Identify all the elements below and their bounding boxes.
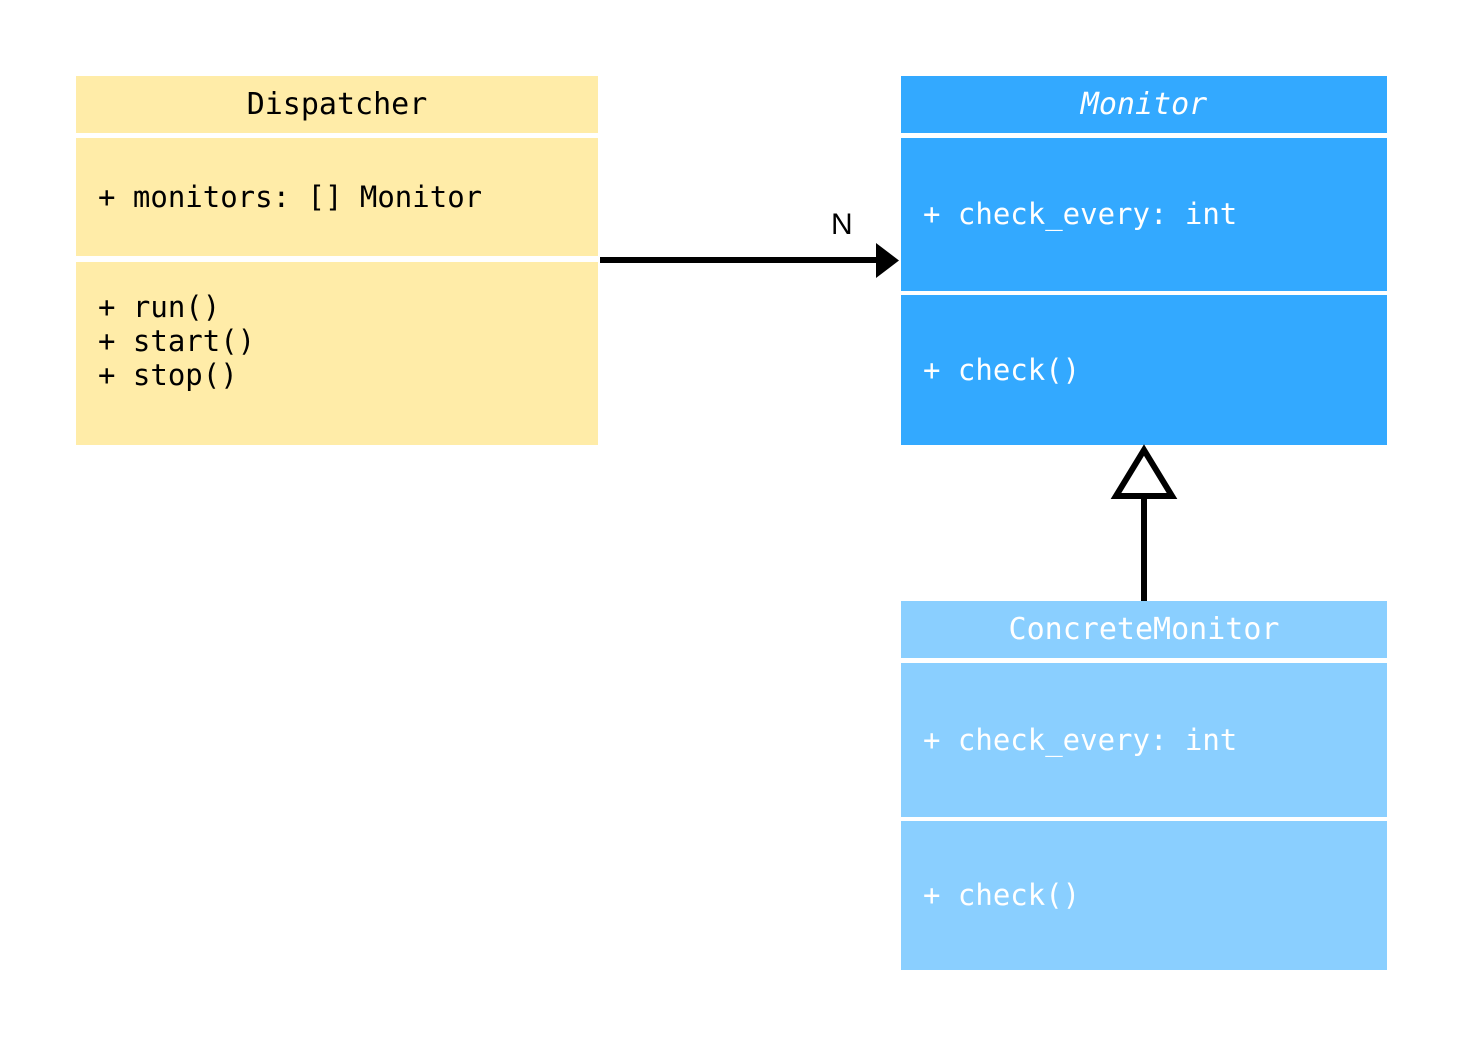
filled-arrowhead-icon — [876, 243, 899, 278]
association-dispatcher-to-monitor — [600, 243, 899, 278]
method-item: + check() — [923, 352, 1081, 387]
class-box-monitor[interactable]: Monitor + check_every: int + check() — [901, 76, 1387, 445]
compartment-divider — [901, 658, 1387, 663]
compartment-divider — [901, 817, 1387, 821]
compartment-divider — [76, 133, 598, 138]
class-title-concrete-monitor: ConcreteMonitor — [901, 601, 1387, 658]
class-title-monitor: Monitor — [901, 76, 1387, 133]
method-item: + start() — [98, 324, 256, 359]
attribute-item: + check_every: int — [923, 722, 1238, 757]
attribute-item: + check_every: int — [923, 197, 1238, 232]
generalization-concrete-monitor-to-monitor — [1110, 444, 1178, 601]
method-item: + run() — [98, 290, 221, 324]
compartment-divider — [901, 133, 1387, 138]
class-methods-dispatcher: + run() + start() + stop() — [76, 262, 598, 445]
method-item: + stop() — [98, 358, 238, 393]
class-attributes-concrete-monitor: + check_every: int — [901, 663, 1387, 817]
hollow-triangle-arrowhead-icon — [1110, 444, 1178, 499]
class-title-dispatcher: Dispatcher — [76, 76, 598, 133]
class-box-concrete-monitor[interactable]: ConcreteMonitor + check_every: int + che… — [901, 601, 1387, 970]
class-attributes-dispatcher: + monitors: [] Monitor — [76, 138, 598, 256]
compartment-divider — [901, 291, 1387, 295]
method-item: + check() — [923, 878, 1081, 913]
class-methods-concrete-monitor: + check() — [901, 821, 1387, 970]
class-attributes-monitor: + check_every: int — [901, 138, 1387, 291]
compartment-divider — [76, 256, 598, 262]
attribute-item: + monitors: [] Monitor — [98, 179, 483, 214]
class-box-dispatcher[interactable]: Dispatcher + monitors: [] Monitor + run(… — [76, 76, 598, 445]
class-methods-monitor: + check() — [901, 295, 1387, 445]
association-multiplicity-label: N — [831, 208, 853, 241]
